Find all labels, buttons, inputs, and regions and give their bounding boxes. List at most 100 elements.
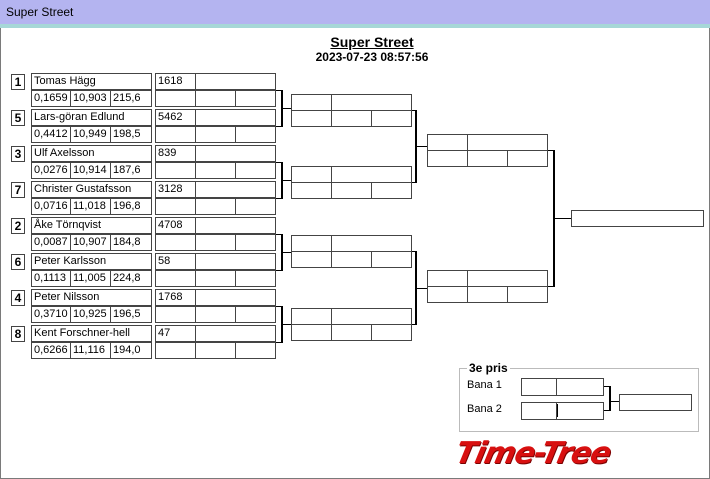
round3-result[interactable] bbox=[467, 270, 548, 287]
racer-reaction[interactable]: 0,0276 bbox=[31, 162, 71, 179]
round2-result[interactable] bbox=[331, 308, 412, 325]
racer-time[interactable]: 10,907 bbox=[70, 234, 111, 251]
racer-number[interactable]: 839 bbox=[155, 145, 196, 162]
round1-speed[interactable] bbox=[235, 270, 276, 287]
round1-speed[interactable] bbox=[235, 90, 276, 107]
round3-entry[interactable] bbox=[427, 270, 468, 287]
round1-speed[interactable] bbox=[235, 198, 276, 215]
round3-time[interactable] bbox=[467, 150, 508, 167]
round1-result[interactable] bbox=[195, 325, 276, 342]
racer-name[interactable]: Peter Nilsson bbox=[31, 289, 152, 306]
racer-number[interactable]: 3128 bbox=[155, 181, 196, 198]
racer-number[interactable]: 58 bbox=[155, 253, 196, 270]
racer-name[interactable]: Åke Törnqvist bbox=[31, 217, 152, 234]
racer-speed[interactable]: 196,5 bbox=[110, 306, 152, 323]
round1-reaction[interactable] bbox=[155, 306, 196, 323]
round1-reaction[interactable] bbox=[155, 270, 196, 287]
round2-reaction[interactable] bbox=[291, 324, 332, 341]
final-winner[interactable] bbox=[571, 210, 704, 227]
racer-number[interactable]: 47 bbox=[155, 325, 196, 342]
round1-result[interactable] bbox=[195, 217, 276, 234]
round1-reaction[interactable] bbox=[155, 126, 196, 143]
round1-time[interactable] bbox=[195, 90, 236, 107]
round2-speed[interactable] bbox=[371, 110, 412, 127]
round1-reaction[interactable] bbox=[155, 162, 196, 179]
round1-speed[interactable] bbox=[235, 162, 276, 179]
racer-reaction[interactable]: 0,1659 bbox=[31, 90, 71, 107]
third-lane1-time[interactable] bbox=[556, 378, 604, 396]
round1-speed[interactable] bbox=[235, 306, 276, 323]
racer-time[interactable]: 10,925 bbox=[70, 306, 111, 323]
racer-number[interactable]: 4708 bbox=[155, 217, 196, 234]
round2-time[interactable] bbox=[331, 182, 372, 199]
racer-number[interactable]: 1768 bbox=[155, 289, 196, 306]
round1-time[interactable] bbox=[195, 126, 236, 143]
racer-reaction[interactable]: 0,0087 bbox=[31, 234, 71, 251]
racer-number[interactable]: 5462 bbox=[155, 109, 196, 126]
racer-speed[interactable]: 198,5 bbox=[110, 126, 152, 143]
round2-speed[interactable] bbox=[371, 251, 412, 268]
third-place-winner[interactable] bbox=[619, 394, 692, 411]
round1-result[interactable] bbox=[195, 109, 276, 126]
round1-time[interactable] bbox=[195, 162, 236, 179]
racer-name[interactable]: Christer Gustafsson bbox=[31, 181, 152, 198]
racer-time[interactable]: 11,018 bbox=[70, 198, 111, 215]
round2-entry[interactable] bbox=[291, 166, 332, 183]
round1-result[interactable] bbox=[195, 181, 276, 198]
round2-reaction[interactable] bbox=[291, 182, 332, 199]
round2-entry[interactable] bbox=[291, 235, 332, 252]
round2-reaction[interactable] bbox=[291, 251, 332, 268]
round3-speed[interactable] bbox=[507, 286, 548, 303]
round1-reaction[interactable] bbox=[155, 90, 196, 107]
third-lane2-time[interactable] bbox=[556, 402, 604, 420]
round1-speed[interactable] bbox=[235, 126, 276, 143]
round3-result[interactable] bbox=[467, 134, 548, 151]
racer-name[interactable]: Tomas Hägg bbox=[31, 73, 152, 90]
racer-reaction[interactable]: 0,1113 bbox=[31, 270, 71, 287]
round1-result[interactable] bbox=[195, 253, 276, 270]
round2-result[interactable] bbox=[331, 235, 412, 252]
racer-reaction[interactable]: 0,6266 bbox=[31, 342, 71, 359]
racer-speed[interactable]: 194,0 bbox=[110, 342, 152, 359]
racer-name[interactable]: Lars-göran Edlund bbox=[31, 109, 152, 126]
round1-reaction[interactable] bbox=[155, 198, 196, 215]
racer-time[interactable]: 11,116 bbox=[70, 342, 111, 359]
racer-name[interactable]: Kent Forschner-hell bbox=[31, 325, 152, 342]
round1-speed[interactable] bbox=[235, 342, 276, 359]
round1-result[interactable] bbox=[195, 145, 276, 162]
racer-reaction[interactable]: 0,4412 bbox=[31, 126, 71, 143]
racer-time[interactable]: 10,903 bbox=[70, 90, 111, 107]
round1-speed[interactable] bbox=[235, 234, 276, 251]
round2-result[interactable] bbox=[331, 94, 412, 111]
round3-speed[interactable] bbox=[507, 150, 548, 167]
racer-reaction[interactable]: 0,0716 bbox=[31, 198, 71, 215]
round1-reaction[interactable] bbox=[155, 234, 196, 251]
racer-time[interactable]: 10,949 bbox=[70, 126, 111, 143]
round1-result[interactable] bbox=[195, 73, 276, 90]
third-lane2-reaction[interactable] bbox=[521, 402, 557, 420]
racer-time[interactable]: 11,005 bbox=[70, 270, 111, 287]
racer-speed[interactable]: 215,6 bbox=[110, 90, 152, 107]
round1-result[interactable] bbox=[195, 289, 276, 306]
round3-reaction[interactable] bbox=[427, 150, 468, 167]
round3-time[interactable] bbox=[467, 286, 508, 303]
round1-time[interactable] bbox=[195, 306, 236, 323]
round2-time[interactable] bbox=[331, 251, 372, 268]
round2-entry[interactable] bbox=[291, 94, 332, 111]
round2-speed[interactable] bbox=[371, 324, 412, 341]
racer-name[interactable]: Peter Karlsson bbox=[31, 253, 152, 270]
round3-reaction[interactable] bbox=[427, 286, 468, 303]
racer-speed[interactable]: 196,8 bbox=[110, 198, 152, 215]
round1-time[interactable] bbox=[195, 342, 236, 359]
third-lane1-reaction[interactable] bbox=[521, 378, 557, 396]
round1-reaction[interactable] bbox=[155, 342, 196, 359]
round1-time[interactable] bbox=[195, 198, 236, 215]
racer-name[interactable]: Ulf Axelsson bbox=[31, 145, 152, 162]
racer-time[interactable]: 10,914 bbox=[70, 162, 111, 179]
round2-time[interactable] bbox=[331, 324, 372, 341]
round2-entry[interactable] bbox=[291, 308, 332, 325]
round2-result[interactable] bbox=[331, 166, 412, 183]
round2-speed[interactable] bbox=[371, 182, 412, 199]
round3-entry[interactable] bbox=[427, 134, 468, 151]
racer-speed[interactable]: 184,8 bbox=[110, 234, 152, 251]
